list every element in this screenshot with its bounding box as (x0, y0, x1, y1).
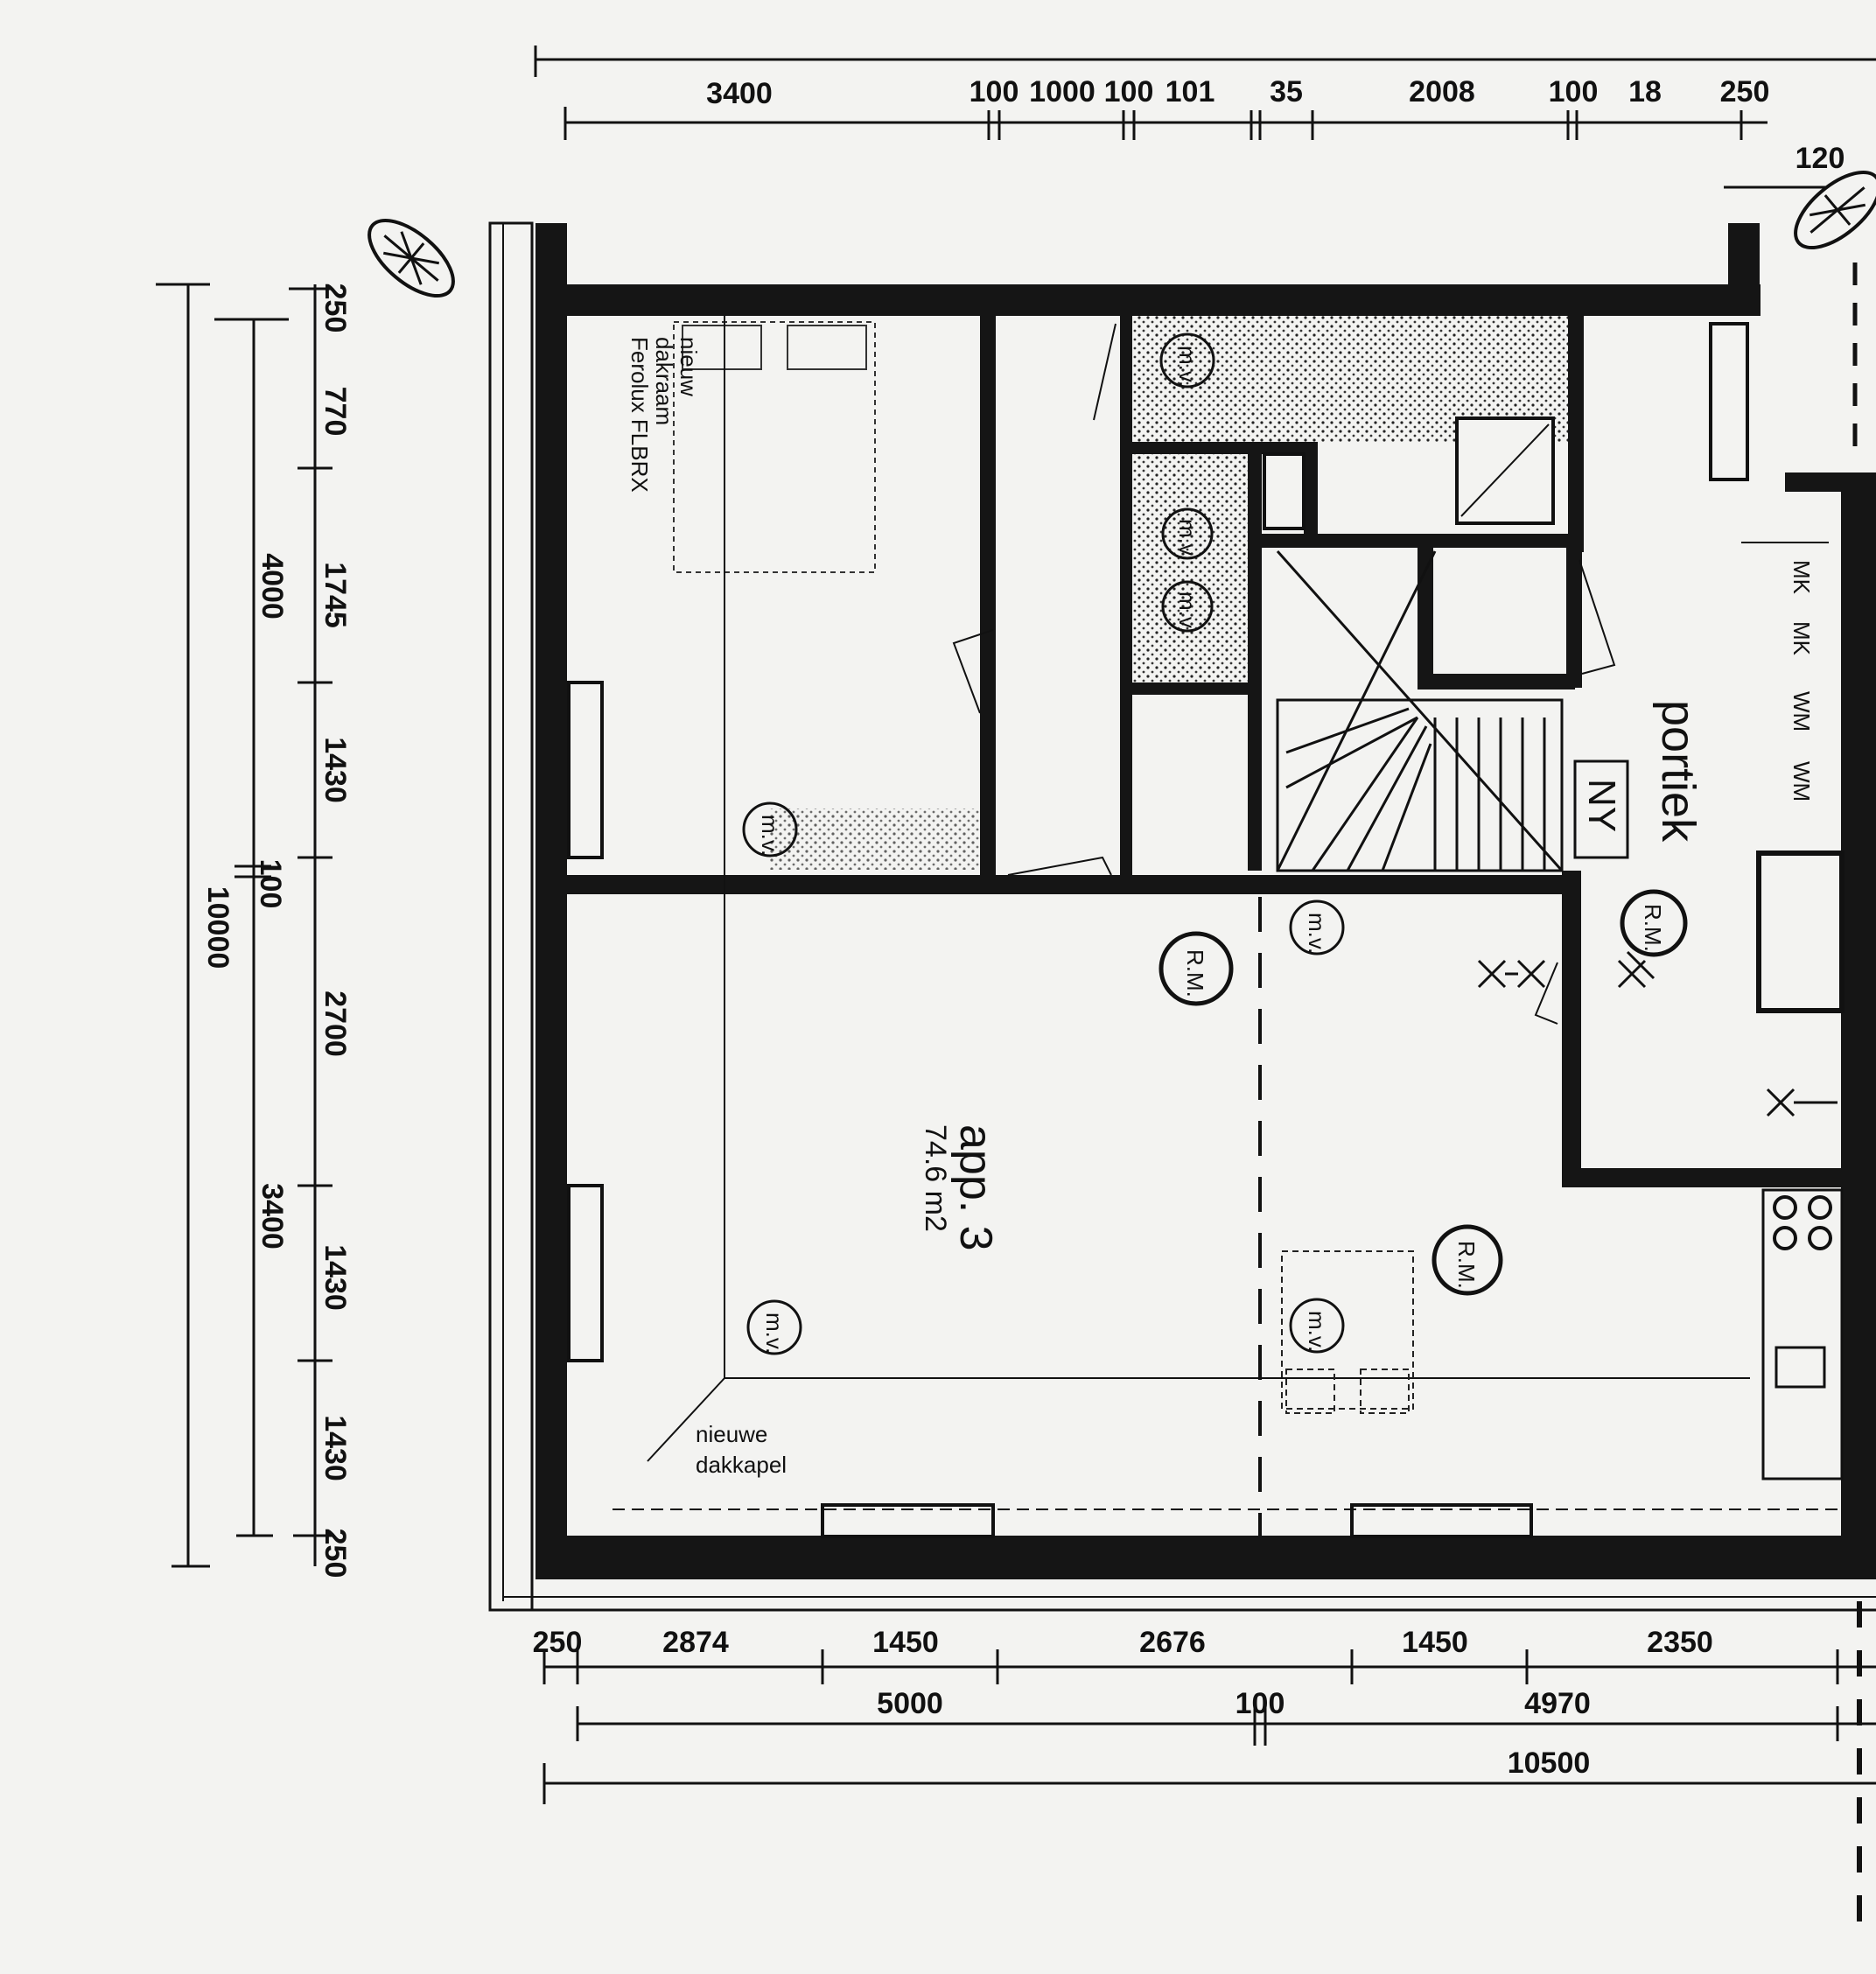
dim-bottom-3: 2676 (1139, 1626, 1206, 1659)
svg-text:m.v.: m.v. (1304, 1311, 1330, 1352)
roof-window-note-1: nieuw (676, 337, 702, 396)
svg-text:m.v.: m.v. (1174, 592, 1200, 633)
door-swing-bath (1093, 323, 1116, 421)
ventilation-7: m.v. (1161, 580, 1214, 633)
dim-left-7: 1430 (318, 1415, 352, 1481)
svg-text:R.M.: R.M. (1182, 949, 1208, 998)
roof-window-note-3: Ferolux FLBRX (626, 337, 653, 493)
ventilation-3: m.v. (742, 802, 798, 858)
dim-left-4: 100 (254, 859, 287, 909)
dim-top-8: 18 (1628, 75, 1662, 108)
dim-bottom-8: 4970 (1524, 1687, 1591, 1720)
roof-edge (488, 221, 534, 1612)
dim-top-1: 100 (970, 75, 1019, 108)
dim-left-3: 1430 (318, 737, 352, 803)
dim-top-6: 2008 (1409, 75, 1475, 108)
wardrobe (770, 808, 980, 870)
interior-walls (567, 316, 1876, 1187)
smoke-detector-3: R.M. (1432, 1224, 1503, 1296)
svg-text:R.M.: R.M. (1640, 904, 1666, 952)
portiek-label: portiek (1652, 700, 1704, 843)
right-window (1709, 322, 1749, 481)
svg-text:m.v.: m.v. (1304, 913, 1330, 954)
ventilation-1: m.v. (1289, 900, 1345, 956)
meter-label-2: MK (1788, 621, 1815, 656)
compass-symbol-right (1794, 170, 1876, 250)
dormer-note-1: nieuwe (696, 1421, 767, 1447)
x-markers (1477, 950, 1838, 1117)
ny-label: NY (1580, 779, 1623, 832)
dim-bottom-5: 2350 (1647, 1626, 1713, 1659)
meter-box (1263, 452, 1306, 530)
ny-box (1573, 760, 1629, 859)
dim-left-0: 250 (318, 284, 352, 333)
door-swing-bedroom (952, 629, 994, 714)
dim-left-2: 1745 (318, 562, 352, 628)
window-left-2 (567, 1184, 604, 1362)
dim-left-8: 250 (318, 1529, 352, 1578)
room-label: app. 3 (950, 1124, 1001, 1251)
dim-bottom-0: 250 (533, 1626, 583, 1659)
dim-top-0: 3400 (706, 77, 773, 110)
kitchen (1761, 1188, 1844, 1480)
dim-top-2: 1000 (1029, 75, 1096, 108)
ventilation-4: m.v. (746, 1299, 802, 1355)
ventilation-2: m.v. (1289, 1298, 1345, 1354)
dim-left-5: 2700 (318, 990, 352, 1057)
smoke-detector-1: R.M. (1158, 931, 1234, 1006)
svg-text:m.v.: m.v. (757, 815, 783, 856)
door-swing-hall (1007, 856, 1112, 876)
ventilation-6: m.v. (1161, 508, 1214, 560)
svg-text:m.v.: m.v. (761, 1312, 788, 1354)
staircase (1276, 550, 1564, 872)
svg-text:m.v.: m.v. (1174, 346, 1200, 387)
dim-left-1: 770 (318, 387, 352, 437)
dim-top-7: 100 (1549, 75, 1599, 108)
bottom-dimensions: 250 2874 1450 2676 1450 2350 5000 100 49… (533, 1626, 1876, 1804)
dim-left-total: 10000 (201, 886, 234, 970)
dim-bottom-4: 1450 (1402, 1626, 1468, 1659)
dim-bottom-1: 2874 (662, 1626, 729, 1659)
toilet-floor (1132, 454, 1248, 682)
dim-bottom-total: 10500 (1508, 1746, 1591, 1780)
dim-top-4: 101 (1166, 75, 1215, 108)
dim-left-mid-0: 4000 (256, 553, 289, 620)
dim-top-3: 100 (1104, 75, 1154, 108)
svg-text:m.v.: m.v. (1174, 519, 1200, 560)
dim-top-5: 35 (1270, 75, 1303, 108)
compass-symbol-left (368, 218, 455, 298)
roof-window-note-2: dakraam (651, 337, 677, 425)
portiek-door (1756, 850, 1844, 1013)
door-swing-portiek (1534, 962, 1558, 1025)
dim-left-6: 1430 (318, 1244, 352, 1311)
meter-label-1: MK (1788, 560, 1815, 595)
top-dimensions: 3400 100 1000 100 101 35 2008 100 18 250… (534, 46, 1876, 189)
ventilation-5: m.v. (1159, 332, 1215, 388)
left-dimensions: 250 770 1745 1430 100 2700 1430 1430 250… (156, 283, 352, 1578)
dormer-note-2: dakkapel (696, 1452, 787, 1478)
dining-table (1281, 1250, 1414, 1414)
smoke-detector-2: R.M. (1620, 889, 1688, 957)
window-left-1 (567, 681, 604, 859)
exterior-walls (536, 223, 1876, 1579)
door-swing-storage (1578, 559, 1616, 675)
dim-bottom-7: 100 (1236, 1687, 1285, 1720)
dim-left-mid-1: 3400 (256, 1183, 289, 1250)
bed (673, 321, 876, 573)
dim-top-9: 250 (1720, 75, 1770, 108)
meter-label-4: WM (1788, 761, 1815, 802)
dim-bottom-6: 5000 (877, 1687, 943, 1720)
meter-label-3: WM (1788, 691, 1815, 732)
dim-bottom-2: 1450 (872, 1626, 939, 1659)
dim-top-side: 120 (1796, 142, 1845, 175)
svg-text:R.M.: R.M. (1453, 1241, 1480, 1289)
room-area: 74.6 m2 (919, 1124, 952, 1232)
